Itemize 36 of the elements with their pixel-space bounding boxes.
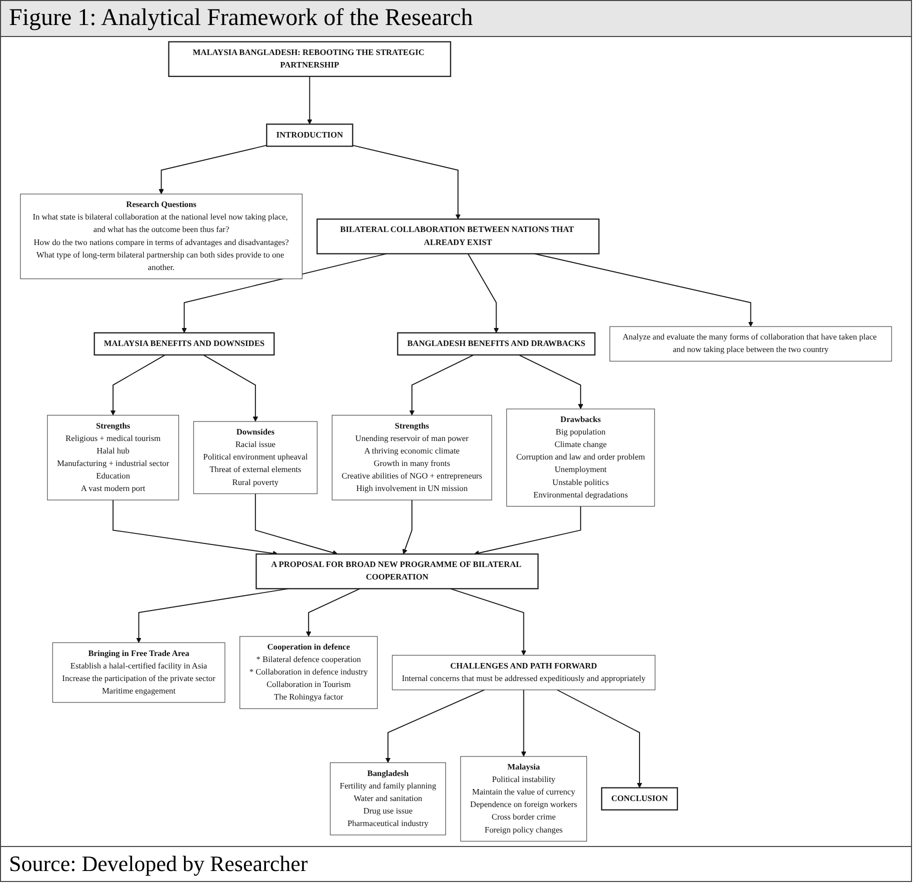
figure-title: Figure 1: Analytical Framework of the Research bbox=[1, 1, 911, 37]
node-box: Downsides Racial issue Political environment upheaval Threat of external elements Rural poverty bbox=[193, 421, 318, 494]
arrow bbox=[306, 588, 360, 637]
arrow bbox=[468, 253, 499, 334]
node-box: MALAYSIA BANGLADESH: REBOOTING THE STRATEGIC PARTNERSHIP bbox=[168, 41, 452, 77]
arrow bbox=[112, 500, 278, 556]
arrow bbox=[254, 493, 338, 556]
node-box: Bangladesh Fertility and family planning Water and sanitation Drug use issue Pharmaceutical industry bbox=[330, 762, 446, 836]
node-box: CONCLUSION bbox=[601, 787, 678, 810]
arrow bbox=[518, 354, 584, 410]
arrow bbox=[402, 500, 412, 554]
arrow bbox=[474, 506, 582, 556]
node-box: Research Questions In what state is bilateral collaboration at the national level now taking place, and what has the outcome been thus far? How do the two nations compare in terms of advantages and disadvantages? What type of long-term bilateral partnership can both sides provide to one another. bbox=[20, 194, 302, 280]
node-box: A PROPOSAL FOR BROAD NEW PROGRAMME OF BILATERAL COOPERATION bbox=[256, 553, 539, 590]
node-box: Strengths Unending reservoir of man power A thriving economic climate Growth in many fronts Creative abilities of NGO + entrepreneurs High involvement in UN mission bbox=[332, 414, 492, 500]
node-box: MALAYSIA BENEFITS AND DOWNSIDES bbox=[94, 332, 275, 356]
arrow bbox=[352, 144, 461, 220]
node-box: INTRODUCTION bbox=[266, 124, 354, 147]
node-box: CHALLENGES AND PATH FORWARD Internal concerns that must be addressed expeditiously and appropriately bbox=[392, 654, 656, 690]
arrow bbox=[158, 144, 268, 194]
node-box: Malaysia Political instability Maintain the value of currency Dependence on foreign workers Cross border crime Foreign policy changes bbox=[460, 756, 588, 842]
node-box: Analyze and evaluate the many forms of collaboration that have taken place and now taking place between the two country bbox=[610, 326, 892, 362]
node-box: BILATERAL COLLABORATION BETWEEN NATIONS THAT ALREADY EXIST bbox=[316, 218, 600, 254]
arrow bbox=[202, 354, 258, 422]
arrow bbox=[110, 354, 166, 416]
node-box: Cooperation in defence * Bilateral defence cooperation * Collaboration in defence industry Collaboration in Tourism The Rohingya factor bbox=[240, 636, 378, 709]
arrow bbox=[385, 689, 485, 763]
arrow bbox=[556, 689, 642, 788]
figure-caption: Source: Developed by Researcher bbox=[1, 846, 911, 881]
arrow bbox=[521, 689, 526, 757]
node-box: Bringing in Free Trade Area Establish a halal-certified facility in Asia Increase the participation of the private sector Maritime engagement bbox=[52, 642, 226, 703]
arrow bbox=[409, 354, 474, 416]
node-box: Strengths Religious + medical tourism Halal hub Manufacturing + industrial sector Education A vast modern port bbox=[47, 414, 179, 500]
node-box: BANGLADESH BENEFITS AND DRAWBACKS bbox=[397, 332, 596, 356]
arrow bbox=[307, 76, 312, 124]
node-box: Drawbacks Big population Climate change Corruption and law and order problem Unemployment Unstable politics Environmental degradations bbox=[506, 408, 655, 507]
